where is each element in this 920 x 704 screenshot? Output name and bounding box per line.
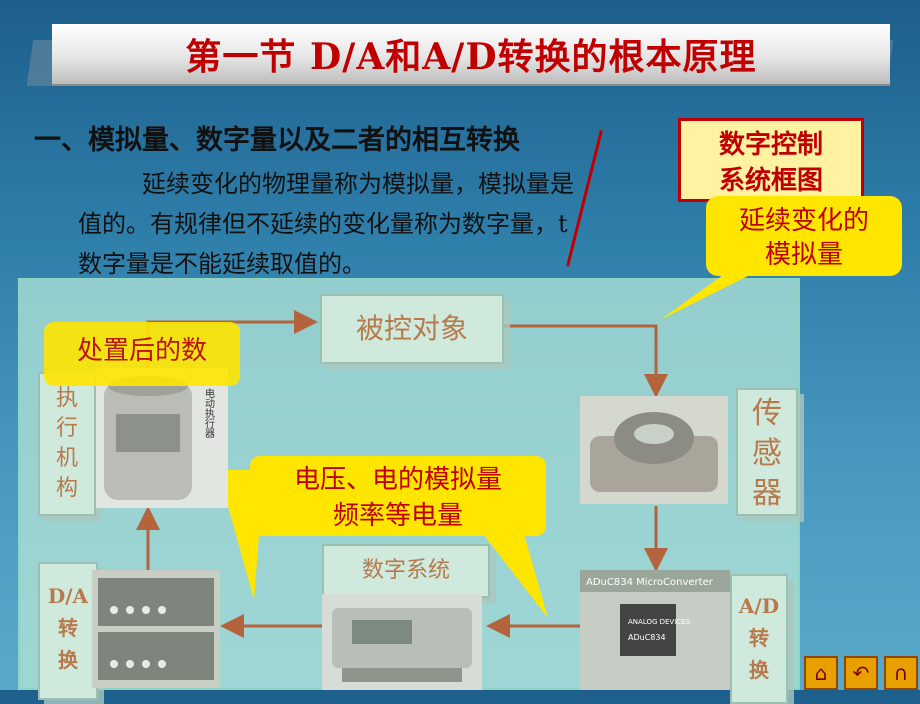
da-converter-box: D/A 转 换 — [38, 562, 98, 700]
ad-converter-box: A/D 转 换 — [730, 574, 788, 704]
adc-part-label: ADuC834 — [628, 633, 666, 642]
actuator-label: 执 — [55, 386, 78, 411]
sensor-photo — [580, 396, 728, 504]
voltage-callout-line: 频率等电量 — [332, 501, 463, 531]
paragraph-line: 值的。有规律但不延续的变化量称为数字量，t — [78, 210, 568, 238]
voltage-callout: 电压、电的模拟量 频率等电量 — [250, 456, 546, 536]
callout-line: 数字控制 — [718, 130, 823, 160]
paragraph-line: 数字量是不能延续取值的。 — [78, 250, 366, 278]
controlled-object-box: 被控对象 — [320, 294, 504, 364]
home-icon[interactable]: ⌂ — [804, 656, 838, 690]
sensor-box: 传 感 器 — [736, 388, 798, 516]
adc-title-label: ADuC834 MicroConverter — [586, 577, 714, 588]
sensor-label: 传 — [752, 396, 782, 431]
section-heading: 一、模拟量、数字量以及二者的相互转换 — [34, 125, 520, 156]
continuous-analog-callout: 延续变化的 模拟量 — [706, 196, 902, 276]
arrow-object-to-sensor — [502, 324, 668, 398]
paragraph-line: 延续变化的物理量称为模拟量，模拟量是 — [142, 170, 574, 198]
ad-label: A/D — [738, 594, 780, 618]
actuator-label: 构 — [55, 476, 78, 501]
system-diagram-callout: 数字控制 系统框图 — [678, 118, 864, 202]
callout-line: 延续变化的 — [738, 206, 869, 236]
sensor-label: 感 — [752, 436, 782, 471]
adc-maker-label: ANALOG DEVICES — [628, 618, 691, 626]
ad-label: 转 — [749, 626, 769, 650]
sensor-label: 器 — [752, 476, 782, 511]
digital-controller-photo — [322, 594, 482, 690]
ad-chip-photo: ADuC834 MicroConverter ANALOG DEVICES AD… — [580, 570, 730, 690]
processed-data-callout: 处置后的数 — [44, 322, 240, 386]
actuator-photo: 电动执行器 — [96, 368, 228, 508]
voltage-callout-line: 电压、电的模拟量 — [293, 465, 502, 495]
da-label: 换 — [58, 648, 78, 672]
da-label: D/A — [47, 584, 89, 608]
actuator-label: 机 — [55, 446, 78, 471]
da-label: 转 — [58, 616, 78, 640]
speech-tail-right — [480, 520, 548, 618]
ad-label: 换 — [749, 658, 769, 682]
da-device-photo — [92, 570, 220, 688]
digital-system-box: 数字系统 — [322, 544, 490, 598]
callout-line: 模拟量 — [764, 240, 843, 270]
actuator-box: 执 行 机 构 — [38, 372, 96, 516]
page-title: 第一节 D/A和A/D转换的根本原理 — [52, 24, 890, 86]
paragraph: 延续变化的物理量称为模拟量，模拟量是 值的。有规律但不延续的变化量称为数字量，t… — [78, 164, 718, 284]
return-icon[interactable]: ∩ — [884, 656, 918, 690]
callout-line: 系统框图 — [718, 166, 823, 196]
callout-tail-analog — [660, 270, 760, 320]
actuator-photo-label: 电动执行器 — [203, 387, 215, 439]
back-icon[interactable]: ↶ — [844, 656, 878, 690]
actuator-label: 行 — [55, 416, 78, 441]
